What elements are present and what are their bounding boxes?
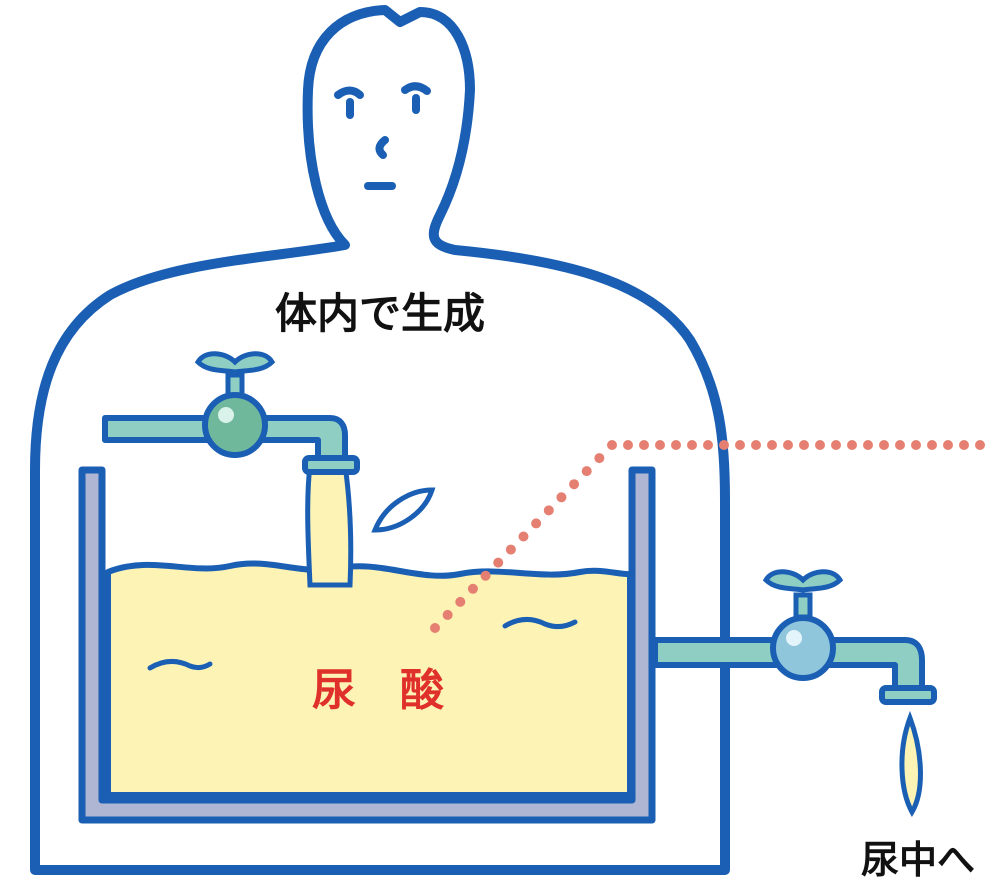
- pointer-dot: [943, 440, 953, 450]
- pointer-dot: [655, 440, 665, 450]
- pointer-dot: [639, 440, 649, 450]
- pointer-dot: [556, 492, 567, 503]
- inflow-stream: [305, 462, 354, 588]
- pointer-dot: [911, 440, 921, 450]
- pointer-dot: [703, 440, 713, 450]
- production-label: 体内で生成: [275, 289, 485, 338]
- pointer-dot: [430, 623, 440, 633]
- water-drop-icon: [899, 710, 923, 818]
- pointer-dot: [607, 440, 617, 450]
- left-eyebrow: [334, 86, 364, 99]
- pointer-dot: [863, 440, 873, 450]
- pointer-dot: [751, 440, 761, 450]
- pointer-dot: [505, 544, 516, 555]
- pointer-dot: [927, 440, 937, 450]
- pointer-dot: [847, 440, 857, 450]
- pointer-dot: [543, 505, 554, 516]
- pointer-dot: [455, 596, 466, 607]
- liquid-ripples: [147, 617, 578, 671]
- pointer-dot: [783, 440, 793, 450]
- pointer-dot: [831, 440, 841, 450]
- pointer-dot: [799, 440, 809, 450]
- pointer-dot: [493, 557, 504, 568]
- pointer-dot: [895, 440, 905, 450]
- right-eyebrow: [401, 82, 431, 95]
- tank-liquid: [105, 560, 633, 798]
- pointer-dot: [518, 531, 529, 542]
- pointer-dot: [719, 440, 729, 450]
- tank-wall: [78, 466, 656, 824]
- pointer-dot: [815, 440, 825, 450]
- pointer-dot: [975, 440, 985, 450]
- splash-droplet: [371, 487, 436, 533]
- pointer-dot: [581, 466, 592, 477]
- pointer-dot: [623, 440, 633, 450]
- pointer-dot: [735, 440, 745, 450]
- pointer-dot: [442, 609, 453, 620]
- uric-acid-label: 尿 酸: [312, 665, 445, 716]
- pointer-dot: [687, 440, 697, 450]
- to-urine-label: 尿中へ: [861, 838, 975, 882]
- pointer-dot: [531, 518, 542, 529]
- pointer-dot: [959, 440, 969, 450]
- pointer-dot: [767, 440, 777, 450]
- pointer-dot: [467, 583, 478, 594]
- pointer-dot: [879, 440, 889, 450]
- outflow-faucet-icon: [652, 569, 937, 705]
- inflow-faucet-icon: [102, 351, 360, 475]
- nose: [375, 136, 389, 159]
- face: [334, 82, 431, 190]
- pointer-dot: [671, 440, 681, 450]
- pointer-dot: [594, 453, 605, 464]
- pointer-dot: [569, 479, 580, 490]
- pointer-dots: [430, 440, 985, 633]
- pointer-dot: [480, 570, 491, 581]
